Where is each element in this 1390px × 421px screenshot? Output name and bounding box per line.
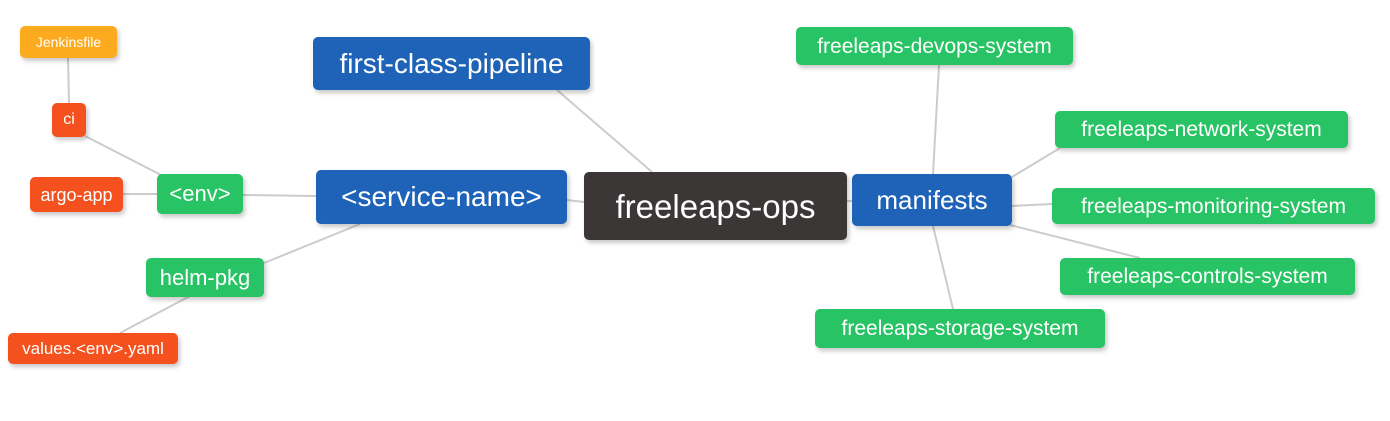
mindmap-node-values-env-yaml[interactable]: values.<env>.yaml [8,333,178,364]
edge-first-class-pipeline-to-freeleaps-ops [556,89,653,173]
mindmap-node-storage-system[interactable]: freeleaps-storage-system [815,309,1105,348]
mindmap-node-env[interactable]: <env> [157,174,243,214]
edge-manifests-to-devops-system [932,64,940,175]
edge-manifests-to-storage-system [932,225,954,310]
mindmap-node-manifests[interactable]: manifests [852,174,1012,226]
edge-env-to-service-name [242,194,317,197]
mindmap-node-devops-system[interactable]: freeleaps-devops-system [796,27,1073,65]
mindmap-node-controls-system[interactable]: freeleaps-controls-system [1060,258,1355,295]
mindmap-node-network-system[interactable]: freeleaps-network-system [1055,111,1348,148]
edge-manifests-to-network-system [1011,147,1061,178]
edge-helm-pkg-to-values-env-yaml [119,295,191,334]
edge-service-name-to-freeleaps-ops [566,199,585,203]
mindmap-node-helm-pkg[interactable]: helm-pkg [146,258,264,297]
mindmap-node-monitoring-system[interactable]: freeleaps-monitoring-system [1052,188,1375,224]
edge-jenkinsfile-to-ci [67,57,70,104]
mindmap-node-first-class-pipeline[interactable]: first-class-pipeline [313,37,590,90]
mindmap-node-argo-app[interactable]: argo-app [30,177,123,212]
mindmap-node-service-name[interactable]: <service-name> [316,170,567,224]
edge-manifests-to-controls-system [1009,224,1141,259]
edge-service-name-to-helm-pkg [263,223,361,264]
mindmap-node-jenkinsfile[interactable]: Jenkinsfile [20,26,117,58]
mindmap-node-freeleaps-ops[interactable]: freeleaps-ops [584,172,847,240]
edge-manifests-to-monitoring-system [1011,203,1053,207]
edge-ci-to-env [84,135,164,177]
mindmap-node-ci[interactable]: ci [52,103,86,137]
